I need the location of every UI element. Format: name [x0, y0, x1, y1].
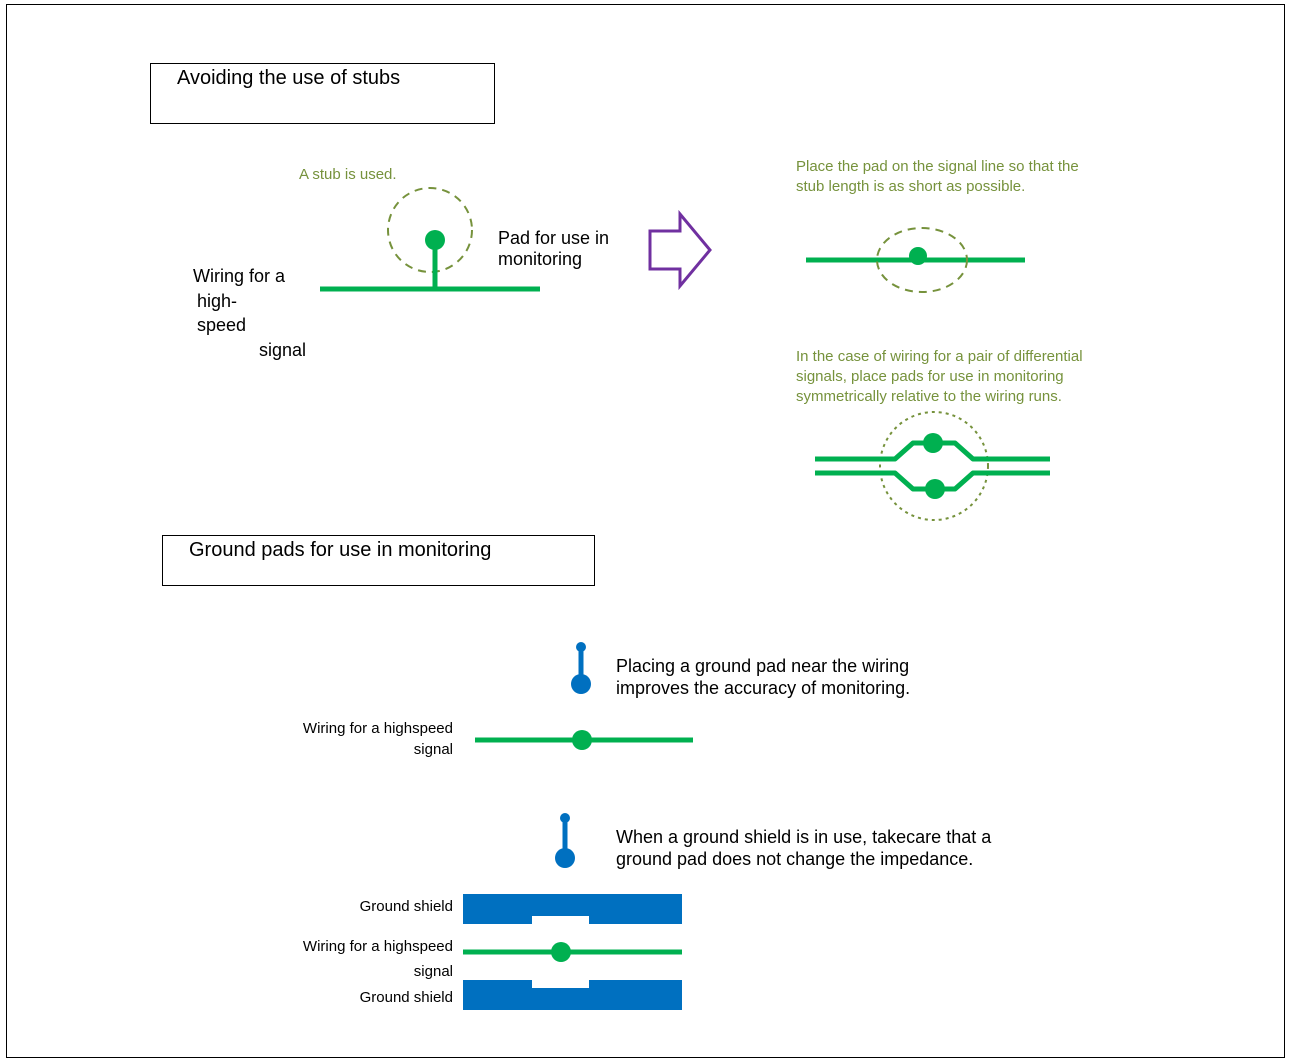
differential-highlight-circle: [879, 411, 989, 521]
differential-note-line-2: signals, place pads for use in monitorin…: [796, 368, 1064, 385]
improved-note: Place the pad on the signal line so that…: [796, 157, 1079, 197]
improved-note-line-2: stub length is as short as possible.: [796, 178, 1026, 195]
differential-note: In the case of wiring for a pair of diff…: [796, 347, 1083, 407]
ground-pad-2: [555, 848, 575, 868]
pad-label-line-2: monitoring: [498, 249, 583, 270]
wiring-label-line-4: signal: [259, 339, 307, 360]
section-title-ground: Ground pads for use in monitoring: [189, 539, 492, 561]
section-title-box-ground: Ground pads for use in monitoring: [162, 535, 595, 586]
ground-shield-label-bottom: Ground shield: [359, 989, 453, 1006]
improved-pad: [909, 247, 927, 265]
wiring-label-line-3: speed: [197, 315, 247, 335]
improved-note-line-1: Place the pad on the signal line so that…: [796, 158, 1079, 175]
ground-shield-top: [463, 894, 682, 924]
ground-wiring-label-2: Wiring for a highspeed signal: [240, 934, 453, 984]
shield-signal-pad: [551, 942, 571, 962]
ground-note-1: Placing a ground pad near the wiring imp…: [616, 655, 910, 699]
pad-label: Pad for use in monitoring: [498, 228, 609, 270]
ground-shield-example: [463, 813, 682, 1010]
stub-note: A stub is used.: [299, 166, 397, 183]
section-title-box-stubs: Avoiding the use of stubs: [150, 63, 495, 124]
ground-note-2-line-1: When a ground shield is in use, takecare…: [616, 827, 992, 847]
stub-example: [320, 187, 540, 292]
differential-pad-top: [923, 433, 943, 453]
differential-pad-bottom: [925, 479, 945, 499]
ground-wiring-label-1-line-1: Wiring for a highspeed: [302, 720, 453, 737]
stub-monitoring-pad: [425, 230, 445, 250]
ground-note-2: When a ground shield is in use, takecare…: [616, 826, 991, 870]
ground-shield-bottom: [463, 980, 682, 1010]
diagram-frame: [6, 4, 1285, 1058]
right-arrow: [648, 209, 712, 291]
ground-pad-example-1: [475, 642, 693, 750]
differential-pair-example: [815, 411, 1050, 521]
wiring-label: Wiring for a high- speed signal: [193, 264, 306, 362]
ground-wiring-label-1-line-2: signal: [413, 741, 453, 758]
pad-label-line-1: Pad for use in: [498, 228, 610, 248]
ground-note-2-line-2: ground pad does not change the impedance…: [616, 849, 974, 869]
wiring-label-line-1: Wiring for a: [193, 266, 286, 286]
improved-highlight-ellipse: [876, 227, 968, 293]
ground-note-1-line-2: improves the accuracy of monitoring.: [616, 678, 911, 698]
ground-wiring-label-2-line-1: Wiring for a highspeed: [302, 938, 453, 955]
ground-note-1-line-1: Placing a ground pad near the wiring: [616, 656, 910, 676]
ground-wiring-label-2-line-2: signal: [413, 963, 453, 980]
ground-example-signal-pad: [572, 730, 592, 750]
ground-shield-label-top: Ground shield: [359, 898, 453, 915]
wiring-label-line-2: high-: [197, 290, 238, 311]
pad-on-line-example: [806, 227, 1025, 293]
differential-note-line-3: symmetrically relative to the wiring run…: [796, 388, 1062, 405]
ground-wiring-label-1: Wiring for a highspeed signal: [240, 718, 453, 760]
ground-pad-1: [571, 674, 591, 694]
stub-highlight-circle: [387, 187, 473, 273]
section-title-stubs: Avoiding the use of stubs: [177, 67, 401, 89]
differential-note-line-1: In the case of wiring for a pair of diff…: [796, 348, 1083, 365]
